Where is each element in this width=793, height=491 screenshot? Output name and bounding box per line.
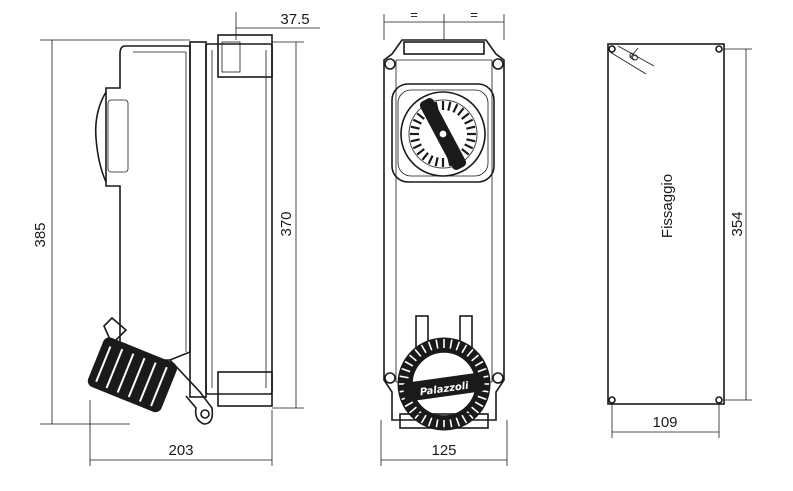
socket-rib [474,360,484,367]
front-switch-panel [391,83,495,183]
fixing-view: 6 Fissaggio 354 109 [607,43,752,438]
side-cover-body [205,43,273,395]
dial-tick [416,148,425,156]
socket-rib [427,341,433,351]
socket-rib [449,339,453,349]
socket-rib [420,414,427,424]
dial-tick [461,148,470,156]
socket-rib [461,344,468,354]
socket-rib [435,419,439,429]
fixing-hole-bottom-left [608,396,616,404]
socket-rib [466,411,474,419]
dial-tick [452,103,459,113]
dial-tick [466,138,476,143]
dial-tick [412,143,422,150]
socket-rib [471,406,479,414]
socket-rib [409,354,417,362]
front-screw-top-left [384,58,396,70]
dim-height-total: 385 [32,222,49,247]
front-socket: Palazzoli [397,337,491,431]
socket-rib [471,354,479,362]
socket-rib [474,401,484,408]
socket-rib [401,367,411,373]
dial-tick [447,101,452,111]
dial-tick [421,152,429,161]
socket-rib [414,349,422,357]
side-rotary-knob [94,91,107,183]
dim-fixing-height: 354 [729,211,746,236]
fixing-label: Fissaggio [659,174,676,238]
fixing-hole-symbol: 6 [625,50,641,64]
socket-rib [414,411,422,419]
socket-rib [404,360,414,367]
dial-tick [464,143,474,150]
socket-rib [435,339,439,349]
dial-tick [466,125,476,130]
socket-rib [420,344,427,354]
side-back-plate [189,41,207,398]
dial-tick [412,118,422,125]
fixing-hole-top-right [715,45,723,53]
front-equal-mark-right: = [470,7,478,22]
socket-rib [466,349,474,357]
fixing-hole-bottom-right [715,396,723,404]
side-enclosure-body [105,45,191,361]
front-rotary-dial [400,91,486,177]
side-view: 385 370 37.5 203 [32,11,320,466]
front-equal-mark-left: = [410,7,418,22]
front-screw-top-right [492,58,504,70]
socket-rib [477,367,487,373]
socket-rib [449,419,453,429]
dim-depth: 203 [168,442,193,459]
dim-height-body: 370 [278,211,295,236]
dial-tick [427,155,434,165]
socket-rib [399,375,409,379]
socket-rib [477,395,487,401]
dial-tick [410,138,420,143]
side-bottom-hinge [217,371,273,407]
dial-tick [457,107,465,116]
side-top-hinge [217,34,273,78]
socket-rib [427,417,433,427]
fixing-hole-top-left [608,45,616,53]
socket-rib [404,401,414,408]
dial-tick [416,112,425,120]
dim-front-width: 125 [431,442,456,459]
dim-fixing-width: 109 [652,414,677,431]
socket-rib [455,341,461,351]
fixing-outline [607,43,725,405]
dial-tick [410,125,420,130]
front-housing [383,39,505,421]
dim-top-offset: 37.5 [280,11,309,28]
dial-tick [464,118,474,125]
side-inclined-socket [87,337,177,413]
dial-tick [461,112,470,120]
socket-rib [455,417,461,427]
front-view: Palazzoli = = 125 [380,7,508,466]
socket-rib [409,406,417,414]
front-screw-bottom-left [384,372,396,384]
dial-tick [434,157,439,167]
front-screw-bottom-right [492,372,504,384]
socket-rib [461,414,468,424]
